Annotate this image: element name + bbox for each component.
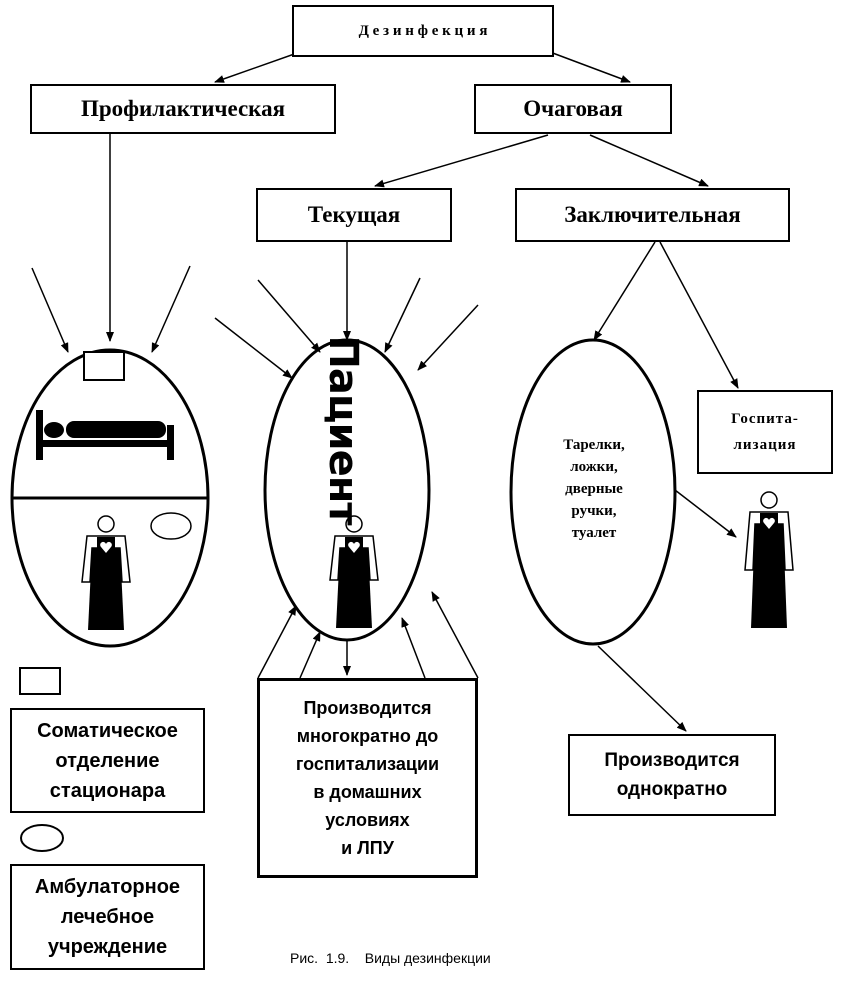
person-icon [81,515,131,630]
arrow-left-in-2 [151,265,191,353]
prophylactic-box: Профилактическая [30,84,336,134]
figure-caption: Рис. 1.9. Виды дезинфекции [290,950,491,966]
final-box: Заключительная [515,188,790,242]
legend-outpatient-symbol [20,824,64,852]
items-label: Тарелки, ложки, дверные ручки, туалет [563,437,625,541]
arrow-note-up-2 [299,631,321,679]
arrow-items-note [597,645,687,732]
arrow-note-up-4 [431,591,479,679]
arrow-patient-in-3 [384,277,421,353]
legend-outpatient-box: Амбулаторное лечебное учреждение [10,864,205,970]
patient-icon [329,515,379,628]
arrow-note-up-3 [401,617,426,679]
current-box: Текущая [256,188,452,242]
legend-somatic-box: Соматическое отделение стационара [10,708,205,813]
final-note-box: Производится однократно [568,734,776,816]
arrow-root-focal [549,51,631,83]
somatic-ellipse [10,348,210,648]
arrow-focal-final [589,134,709,187]
arrow-patient-in-2 [214,317,293,379]
arrow-note-up-1 [257,605,297,679]
arrow-root-prophylactic [214,51,301,83]
arrow-items-person [674,489,737,538]
arrow-patient-in-4 [417,304,479,371]
arrow-final-hospitalization [659,241,739,389]
legend-somatic-symbol [19,667,61,695]
items-ellipse [509,338,677,646]
arrow-final-items [593,241,656,341]
patient-ellipse [263,338,431,642]
focal-box: Очаговая [474,84,672,134]
arrow-focal-current [374,134,549,188]
outpatient-symbol [150,512,192,540]
bed-icon [36,410,174,460]
arrow-patient-in-1 [257,279,321,353]
arrow-left-in-1 [31,267,69,353]
current-note-box: Производится многократно до госпитализац… [257,678,478,878]
hospitalized-person-icon [744,491,794,628]
patient-label: Пациент [320,335,366,525]
hospitalization-box: Госпита- лизация [697,390,833,474]
root-box: Д е з и н ф е к ц и я [292,5,554,57]
somatic-symbol [83,351,125,381]
